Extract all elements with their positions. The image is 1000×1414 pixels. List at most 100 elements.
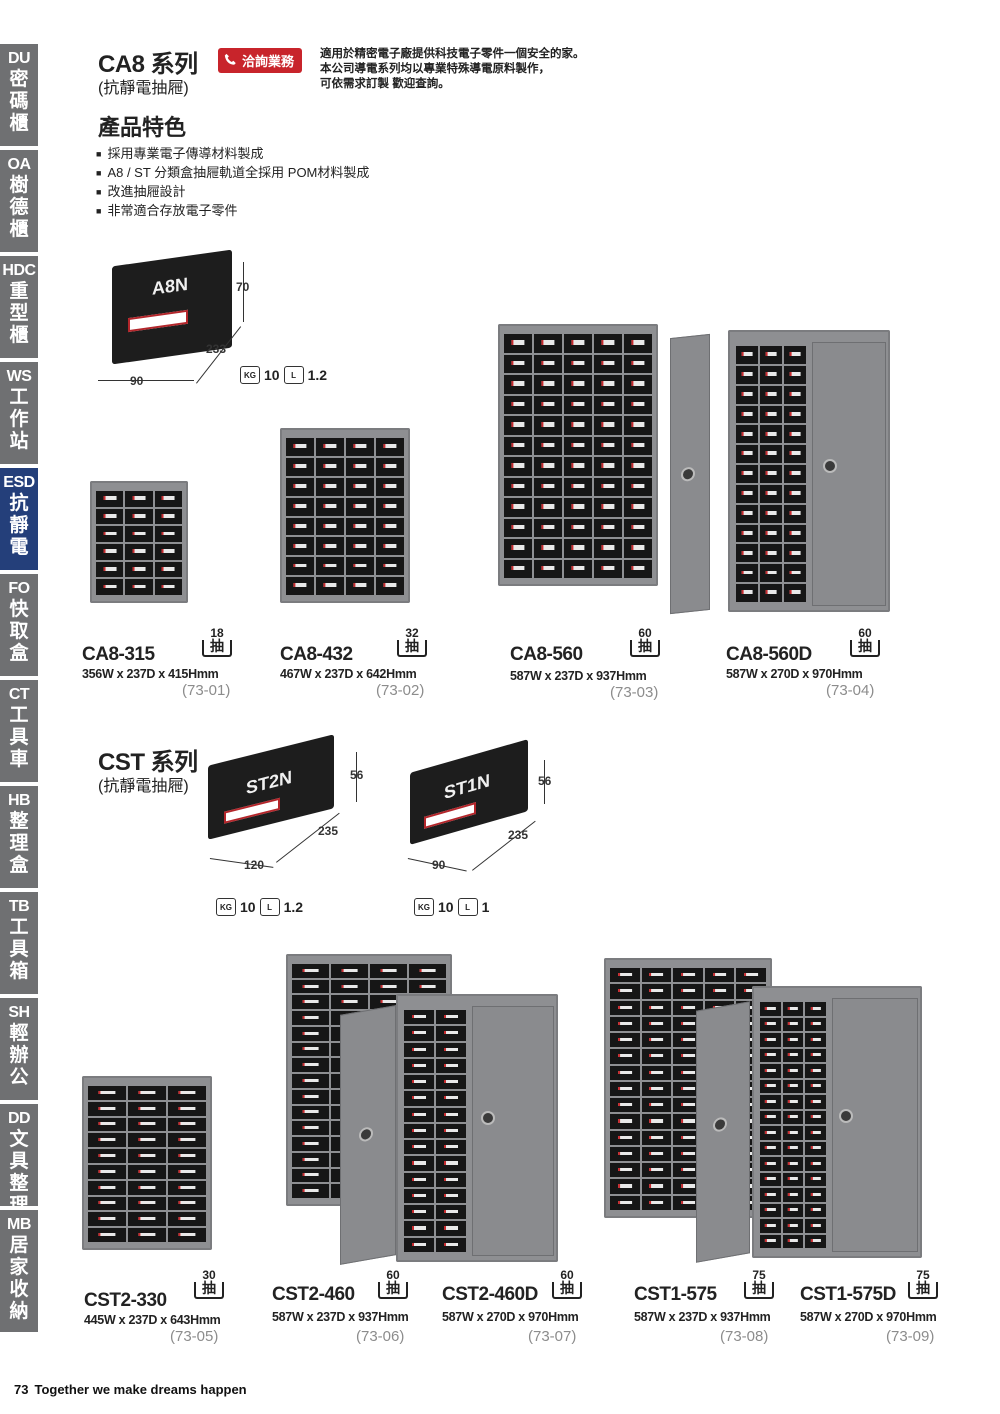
drawer-slot[interactable] [404, 1237, 434, 1252]
drawer-slot[interactable] [805, 1188, 826, 1202]
drawer-slot[interactable] [760, 1002, 781, 1016]
drawer-slot[interactable] [346, 537, 374, 556]
drawer-slot[interactable] [594, 457, 622, 476]
drawer-slot[interactable] [760, 1095, 781, 1109]
drawer-slot[interactable] [154, 561, 182, 578]
drawer-slot[interactable] [128, 1117, 166, 1132]
drawer-slot[interactable] [610, 1065, 640, 1080]
drawer-slot[interactable] [760, 425, 782, 444]
drawer-slot[interactable] [760, 1017, 781, 1031]
drawer-slot[interactable] [673, 1033, 703, 1048]
drawer-slot[interactable] [641, 1098, 672, 1113]
drawer-slot[interactable] [88, 1180, 126, 1195]
drawer-slot[interactable] [782, 1172, 804, 1186]
drawer-slot[interactable] [673, 1163, 703, 1178]
drawer-slot[interactable] [534, 395, 562, 414]
drawer-slot[interactable] [564, 375, 592, 394]
drawer-slot[interactable] [594, 498, 622, 517]
drawer-slot[interactable] [404, 1140, 434, 1155]
drawer-slot[interactable] [370, 964, 407, 978]
drawer-slot[interactable] [128, 1086, 166, 1100]
drawer-slot[interactable] [292, 979, 329, 994]
drawer-slot[interactable] [673, 1114, 703, 1129]
drawer-slot[interactable] [128, 1212, 166, 1227]
drawer-slot[interactable] [96, 491, 124, 507]
drawer-slot[interactable] [805, 1017, 826, 1031]
drawer-slot[interactable] [331, 964, 368, 978]
drawer-slot[interactable] [805, 1079, 826, 1093]
drawer-slot[interactable] [760, 445, 782, 464]
drawer-slot[interactable] [594, 354, 622, 373]
drawer-slot[interactable] [782, 1219, 804, 1233]
drawer-slot[interactable] [404, 1107, 434, 1122]
drawer-slot[interactable] [534, 498, 562, 517]
drawer-slot[interactable] [404, 1026, 434, 1041]
drawer-slot[interactable] [316, 497, 344, 516]
drawer-slot[interactable] [760, 365, 782, 384]
drawer-slot[interactable] [404, 1123, 434, 1139]
drawer-slot[interactable] [404, 1188, 434, 1204]
drawer-slot[interactable] [736, 465, 758, 483]
drawer-slot[interactable] [88, 1228, 126, 1242]
drawer-slot[interactable] [782, 1095, 804, 1109]
drawer-slot[interactable] [504, 457, 532, 476]
drawer-slot[interactable] [292, 995, 329, 1010]
drawer-slot[interactable] [504, 375, 532, 394]
drawer-slot[interactable] [534, 416, 562, 435]
drawer-slot[interactable] [96, 526, 124, 542]
drawer-slot[interactable] [641, 1130, 672, 1145]
drawer-slot[interactable] [346, 457, 374, 476]
drawer-slot[interactable] [292, 1184, 329, 1198]
drawer-slot[interactable] [673, 1065, 703, 1080]
drawer-slot[interactable] [96, 579, 124, 595]
drawer-slot[interactable] [805, 1110, 826, 1124]
drawer-slot[interactable] [168, 1149, 206, 1163]
drawer-slot[interactable] [125, 526, 153, 542]
drawer-slot[interactable] [760, 1064, 781, 1078]
drawer-slot[interactable] [346, 517, 374, 536]
drawer-slot[interactable] [594, 416, 622, 435]
drawer-slot[interactable] [436, 1091, 466, 1106]
drawer-slot[interactable] [346, 557, 374, 576]
drawer-slot[interactable] [594, 539, 622, 558]
drawer-slot[interactable] [286, 537, 314, 556]
drawer-slot[interactable] [805, 1126, 826, 1140]
drawer-slot[interactable] [782, 1079, 804, 1093]
drawer-slot[interactable] [436, 1221, 466, 1236]
cabinet-door-right[interactable] [812, 342, 886, 606]
drawer-slot[interactable] [436, 1188, 466, 1204]
drawer-slot[interactable] [376, 557, 404, 576]
drawer-slot[interactable] [534, 539, 562, 558]
drawer-slot[interactable] [128, 1101, 166, 1116]
drawer-slot[interactable] [404, 1205, 434, 1220]
drawer-slot[interactable] [154, 579, 182, 595]
drawer-slot[interactable] [125, 544, 153, 560]
drawer-slot[interactable] [96, 508, 124, 525]
drawer-slot[interactable] [154, 544, 182, 560]
drawer-slot[interactable] [436, 1140, 466, 1155]
drawer-slot[interactable] [292, 1042, 329, 1057]
drawer-slot[interactable] [564, 498, 592, 517]
drawer-slot[interactable] [96, 544, 124, 560]
drawer-slot[interactable] [782, 1141, 804, 1155]
drawer-slot[interactable] [673, 968, 703, 983]
drawer-slot[interactable] [760, 564, 782, 583]
drawer-slot[interactable] [610, 1114, 640, 1129]
cabinet-door-right[interactable] [472, 1006, 554, 1256]
drawer-slot[interactable] [504, 518, 532, 537]
drawer-slot[interactable] [376, 577, 404, 595]
drawer-slot[interactable] [805, 1064, 826, 1078]
drawer-slot[interactable] [168, 1133, 206, 1148]
drawer-slot[interactable] [673, 984, 703, 999]
drawer-slot[interactable] [760, 1188, 781, 1202]
drawer-slot[interactable] [641, 1179, 672, 1194]
drawer-slot[interactable] [316, 517, 344, 536]
drawer-slot[interactable] [564, 354, 592, 373]
drawer-slot[interactable] [736, 445, 758, 464]
drawer-slot[interactable] [331, 979, 368, 994]
drawer-slot[interactable] [404, 1075, 434, 1090]
